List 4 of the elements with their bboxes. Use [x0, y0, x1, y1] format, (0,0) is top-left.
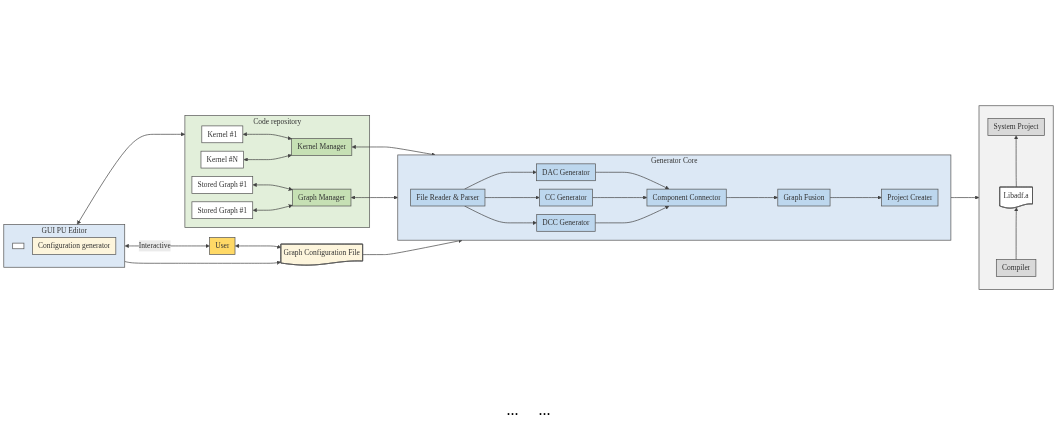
node-box: [12, 242, 25, 249]
cluster: [978, 105, 1054, 290]
ellipsis-label: ...: [538, 401, 551, 419]
ellipsis-label: ...: [506, 401, 519, 419]
